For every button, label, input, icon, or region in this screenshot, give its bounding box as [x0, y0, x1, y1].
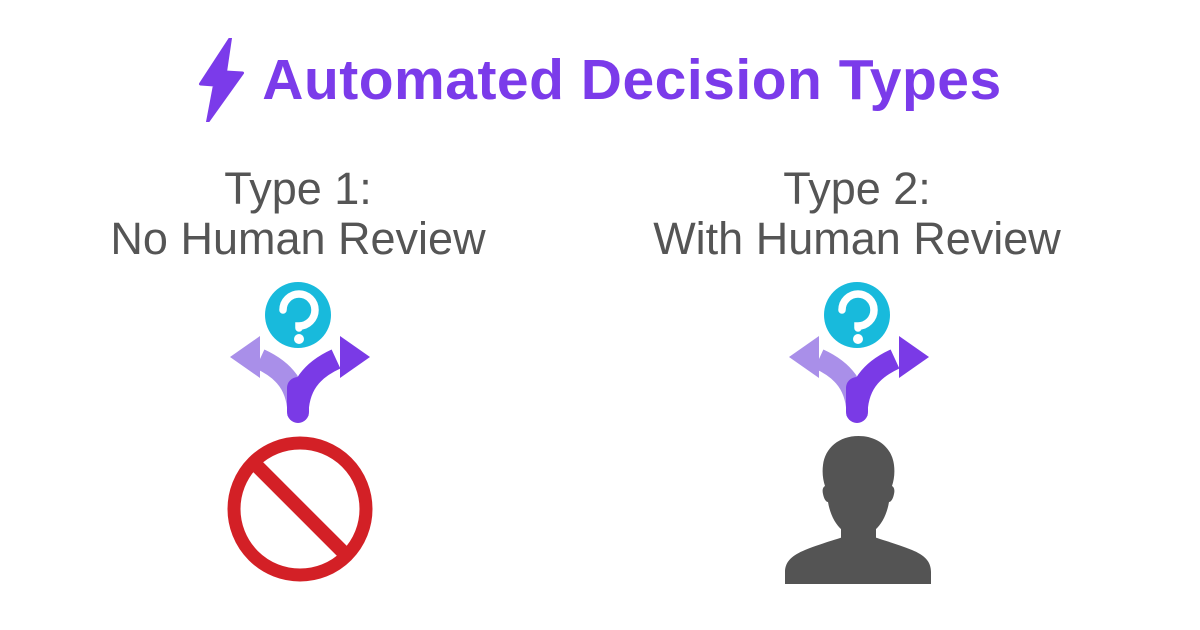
lightning-bolt-icon: [199, 38, 245, 122]
question-mark-dot: [294, 334, 304, 344]
type2-heading-line1: Type 2:: [783, 163, 931, 214]
person-shoulders: [785, 535, 931, 584]
decision-branch-icon: [230, 282, 370, 423]
person-head: [822, 436, 895, 537]
left-arrowhead: [789, 336, 819, 378]
right-arrowhead: [899, 336, 929, 378]
question-mark-icon: [838, 290, 878, 332]
prohibition-slash: [248, 457, 352, 561]
question-mark-dot: [853, 334, 863, 344]
person-icon: [785, 436, 931, 584]
prohibition-icon: [227, 436, 373, 582]
question-mark-icon: [279, 290, 319, 332]
lightning-bolt-shape: [199, 38, 245, 122]
page-title: Automated Decision Types: [262, 48, 1002, 112]
left-arrowhead: [230, 336, 260, 378]
header: Automated Decision Types: [0, 38, 1200, 122]
type2-heading: Type 2: With Human Review: [597, 164, 1117, 264]
prohibition-ring: [227, 436, 373, 582]
type2-heading-line2: With Human Review: [653, 213, 1061, 264]
type1-column: Type 1: No Human Review: [38, 0, 558, 630]
type1-heading: Type 1: No Human Review: [38, 164, 558, 264]
type1-heading-line1: Type 1:: [224, 163, 372, 214]
right-arrowhead: [340, 336, 370, 378]
decision-branch-icon: [789, 282, 929, 423]
type2-column: Type 2: With Human Review: [597, 0, 1117, 630]
type1-heading-line2: No Human Review: [110, 213, 486, 264]
